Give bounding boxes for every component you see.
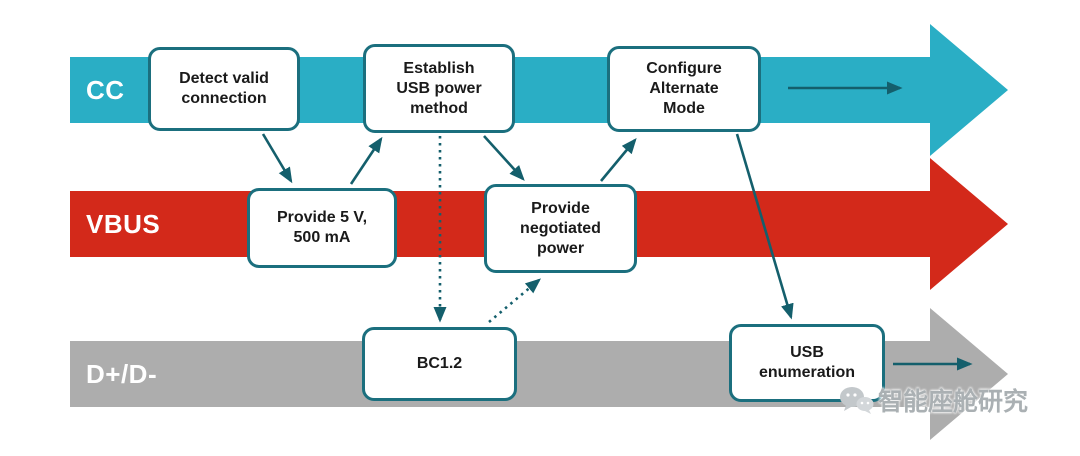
edge-detect-to-provide5v: [261, 133, 293, 184]
node-provide-5v-500ma-label: Provide 5 V, 500 mA: [276, 209, 368, 246]
node-provide-negotiated-power: Provide negotiated power: [484, 184, 637, 273]
watermark: 智能座舱研究: [838, 382, 1028, 418]
band-vbus-label: VBUS: [86, 208, 161, 239]
wechat-chat-bubbles-icon: [840, 387, 874, 414]
band-dpdm-label: D+/D-: [86, 358, 158, 389]
node-bc12: BC1.2: [362, 327, 517, 401]
edge-negotiated-to-configure: [599, 137, 637, 182]
node-detect-valid-connection: Detect valid connection: [148, 47, 300, 131]
watermark-text: 智能座舱研究: [878, 388, 1029, 416]
edge-bc12-to-negotiated-dotted: [488, 278, 541, 323]
edge-provide5v-to-establish: [349, 136, 383, 185]
node-provide-negotiated-power-label: Provide negotiated power: [520, 199, 601, 257]
band-cc-label: CC: [86, 74, 125, 105]
node-bc12-label: BC1.2: [416, 355, 463, 372]
node-configure-alternate-mode-label: Configure Alternate Mode: [646, 60, 722, 117]
node-detect-valid-connection-label: Detect valid connection: [179, 70, 269, 107]
node-configure-alternate-mode: Configure Alternate Mode: [607, 46, 761, 132]
node-establish-usb-power-method: Establish USB power method: [363, 44, 515, 133]
node-provide-5v-500ma: Provide 5 V, 500 mA: [247, 188, 397, 268]
node-usb-enumeration-label: USB enumeration: [758, 344, 855, 381]
edge-establish-to-negotiated: [483, 135, 525, 181]
node-establish-usb-power-method-label: Establish USB power method: [396, 59, 482, 117]
